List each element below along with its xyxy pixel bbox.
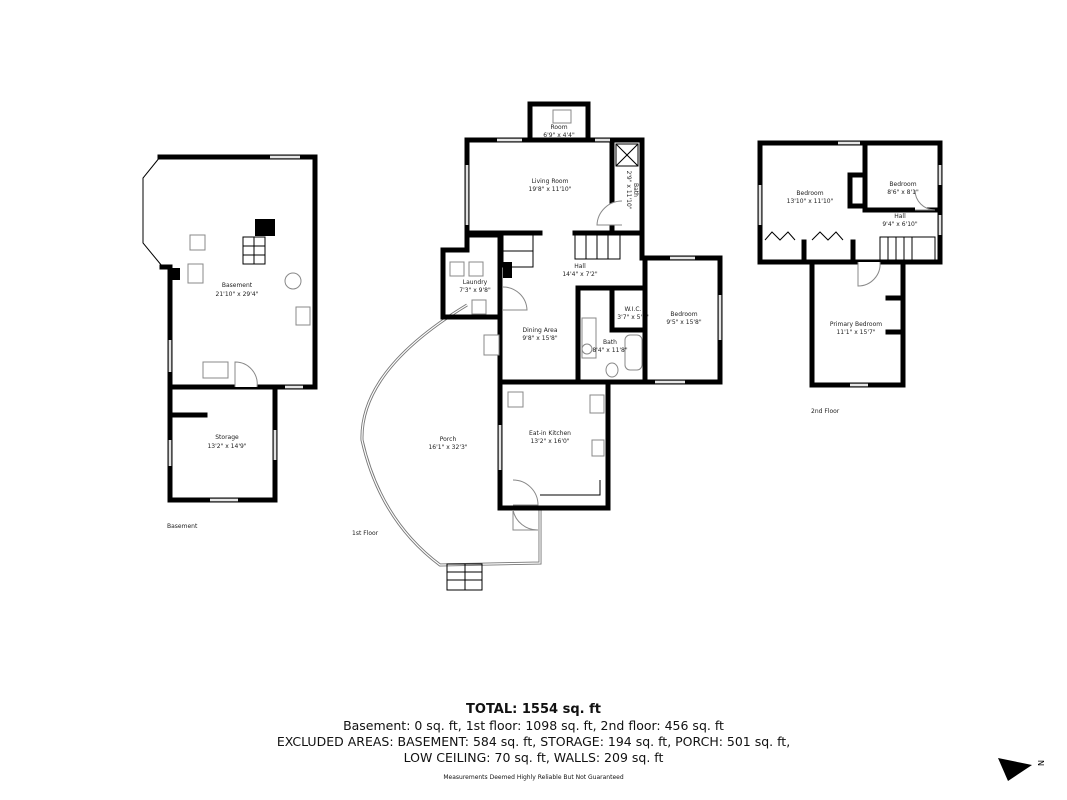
floor-area-breakdown: Basement: 0 sq. ft, 1st floor: 1098 sq. …: [343, 718, 724, 733]
porch-stairs: [446, 563, 483, 591]
door-icon: [234, 361, 258, 388]
sink-icon: [591, 439, 605, 457]
room-name: Basement: [222, 282, 253, 289]
room-dims: 19'8" x 11'10": [529, 186, 572, 193]
room-name: Porch: [440, 436, 457, 443]
excluded-areas-continued: LOW CEILING: 70 sq. ft, WALLS: 209 sq. f…: [403, 750, 664, 765]
room-name: Hall: [894, 213, 906, 220]
room-name: Primary Bedroom: [830, 321, 882, 328]
room-dims: 8'4" x 11'8": [592, 347, 628, 354]
room-name: Bath: [632, 183, 639, 197]
main-stairs: [502, 234, 621, 268]
room-dims: 11'1" x 15'7": [836, 329, 875, 336]
room-name: Storage: [215, 434, 239, 441]
room-dims: 13'2" x 16'0": [530, 438, 569, 445]
room-name: W.I.C.: [625, 306, 642, 313]
room-name: Hall: [574, 263, 586, 270]
room-dims: 3'7" x 5'1": [617, 314, 649, 321]
sink-icon: [295, 306, 311, 326]
room-name: Bedroom: [670, 311, 697, 318]
first-floor: Porch 16'1" x 32'3" Room 6'9" x 4'4" Liv…: [352, 101, 723, 591]
north-arrow-icon: N: [998, 758, 1045, 781]
room-dims: 7'3" x 9'8": [459, 287, 491, 294]
room-name: Bedroom: [889, 181, 916, 188]
room-dims: 13'2" x 14'9": [207, 443, 246, 450]
room-dims: 14'4" x 7'2": [562, 271, 598, 278]
excluded-areas: EXCLUDED AREAS: BASEMENT: 584 sq. ft, ST…: [276, 734, 791, 749]
svg-text:N: N: [1036, 760, 1045, 766]
room-name: Bath: [603, 339, 617, 346]
floor-label-second: 2nd Floor: [811, 408, 840, 415]
room-dims: 8'6" x 8'1": [887, 189, 919, 196]
floor-label-first: 1st Floor: [352, 530, 379, 537]
room-name: Laundry: [463, 279, 488, 286]
total-area: TOTAL: 1554 sq. ft: [466, 702, 601, 717]
room-name: Bedroom: [796, 190, 823, 197]
room-name: Room: [550, 124, 567, 131]
room-dims: 6'9" x 4'4": [543, 132, 575, 139]
room-name: Living Room: [532, 178, 569, 185]
upper-stairs: [879, 236, 936, 262]
chimney-block: [255, 219, 275, 236]
room-dims: 9'4" x 6'10": [882, 221, 918, 228]
second-floor: Bedroom 13'10" x 11'10" Bedroom 8'6" x 8…: [757, 140, 943, 415]
room-dims: 13'10" x 11'10": [787, 198, 834, 205]
room-dims: 21'10" x 29'4": [216, 291, 259, 298]
room-name: Dining Area: [522, 327, 557, 334]
disclaimer: Measurements Deemed Highly Reliable But …: [443, 774, 624, 781]
cooktop-icon: [589, 394, 605, 414]
basement-stairs: [242, 236, 266, 265]
room-dims: 9'5" x 15'8": [666, 319, 702, 326]
room-dims: 9'8" x 15'8": [522, 335, 558, 342]
basement-floor: Basement 21'10" x 29'4" Storage 13'2" x …: [142, 154, 318, 530]
stove-icon: [483, 334, 500, 356]
room-dims: 2'9" x 11'10": [625, 170, 632, 209]
room-dims: 16'1" x 32'3": [428, 444, 467, 451]
floor-label-basement: Basement: [167, 523, 198, 530]
water-heater-icon: [284, 272, 302, 290]
room-name: Eat-in Kitchen: [529, 430, 571, 437]
